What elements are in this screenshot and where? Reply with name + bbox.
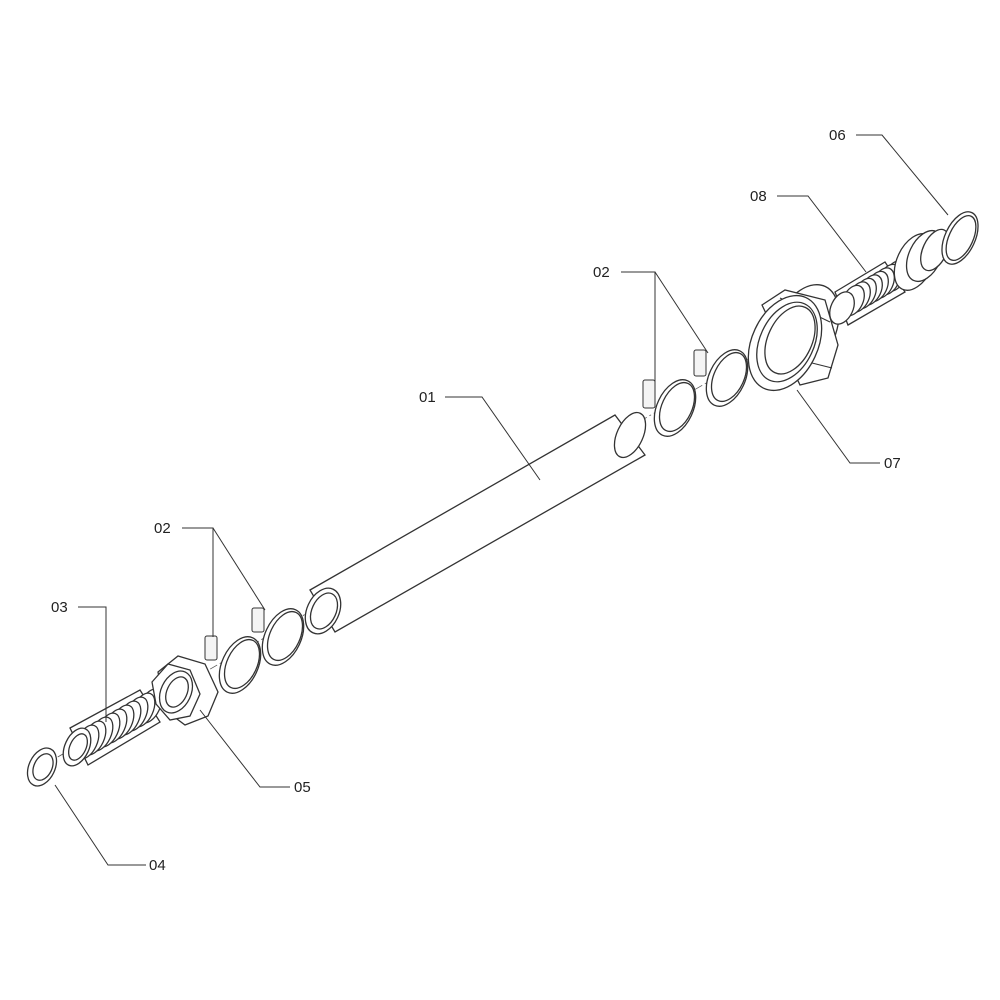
label-03: 03 (51, 599, 68, 616)
label-06: 06 (829, 127, 846, 144)
label-02-upper: 02 (593, 264, 610, 281)
leader-03 (78, 606, 107, 722)
label-05: 05 (294, 779, 311, 796)
label-04: 04 (149, 857, 166, 874)
part-02-clamp-lower-1 (204, 635, 262, 694)
leader-08 (777, 195, 867, 273)
leader-01 (445, 396, 541, 481)
leader-07 (796, 389, 880, 464)
leader-02a-1 (182, 527, 214, 637)
leader-02a-2 (212, 527, 266, 611)
part-06-oring (941, 211, 979, 265)
label-08: 08 (750, 188, 767, 205)
leader-06 (856, 134, 949, 216)
label-01: 01 (419, 389, 436, 406)
part-08-hose-barb (829, 228, 950, 326)
leader-02b-2 (654, 271, 709, 354)
label-07: 07 (884, 455, 901, 472)
part-02-clamp-lower-2 (251, 607, 305, 666)
label-02-lower: 02 (154, 520, 171, 537)
part-02-clamp-upper-1 (642, 379, 697, 437)
part-03-tail (62, 688, 163, 767)
part-05-hex-nut (151, 655, 219, 726)
part-02-clamp-upper-2 (693, 349, 749, 407)
part-01-tube (304, 411, 647, 635)
part-07-coupling-nut (747, 284, 840, 392)
leader-05 (199, 709, 290, 788)
leader-02b-1 (621, 271, 656, 382)
part-04-washer (26, 747, 58, 787)
leader-04 (54, 784, 146, 866)
